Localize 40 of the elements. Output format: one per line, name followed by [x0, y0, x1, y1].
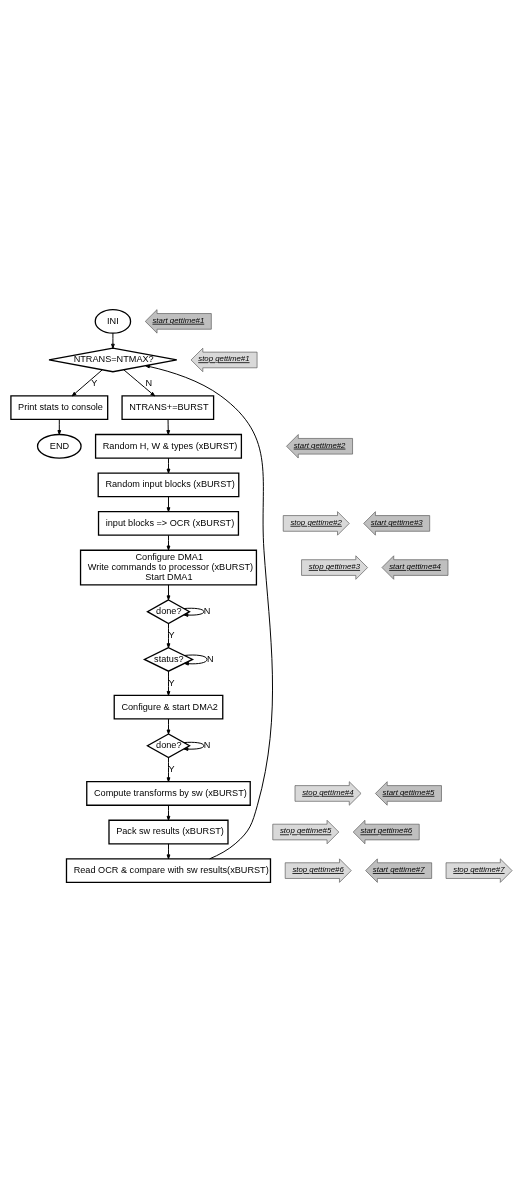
- arrow: [166, 583, 171, 600]
- edge-label: N: [145, 377, 153, 388]
- edge-label: N: [203, 739, 211, 750]
- arrow: [166, 670, 171, 696]
- node-ellipse: INI: [94, 308, 132, 334]
- node-box: Configure & start DMA2: [113, 694, 224, 720]
- arrow: [166, 718, 171, 734]
- arrow: [166, 457, 171, 473]
- node-diamond: NTRANS=NTMAX?: [48, 347, 178, 372]
- arrow: [183, 607, 205, 617]
- node-box: Pack sw results (xBURST): [108, 819, 229, 844]
- arrow: [166, 534, 171, 550]
- edge-label: N: [207, 653, 214, 664]
- node-diamond: status?: [142, 646, 195, 672]
- arrow: [183, 741, 205, 751]
- node-box: NTRANS+=BURST: [121, 394, 215, 420]
- edge-label: Y: [168, 763, 175, 774]
- node-box: Compute transforms by sw (xBURST): [86, 780, 251, 806]
- node-box: Read OCR & compare with sw results(xBURST): [65, 857, 272, 883]
- arrow: [166, 495, 171, 512]
- arrow: [166, 622, 171, 648]
- arrow: [166, 418, 171, 435]
- arrow: [166, 842, 171, 859]
- arrow: [71, 368, 103, 396]
- edge-label: Y: [168, 677, 175, 688]
- node-ellipse: END: [36, 433, 82, 459]
- edge-label: N: [203, 605, 211, 616]
- arrow: [166, 756, 171, 782]
- arrow: [184, 654, 208, 666]
- node-box: Print stats to console: [10, 394, 109, 420]
- arrow: [166, 804, 171, 821]
- arrow: [123, 368, 156, 396]
- node-box: input blocks => OCR (xBURST): [97, 510, 240, 536]
- arrow: [57, 418, 62, 435]
- node-box: Random input blocks (xBURST): [97, 471, 240, 497]
- edge-label: Y: [91, 377, 98, 388]
- arrow: [111, 332, 115, 349]
- edge-label: Y: [168, 629, 175, 640]
- node-box: Configure DMA1 Write commands to processor (xBURST) Start DMA1: [79, 549, 258, 586]
- node-box: Random H, W & types (xBURST): [94, 433, 243, 459]
